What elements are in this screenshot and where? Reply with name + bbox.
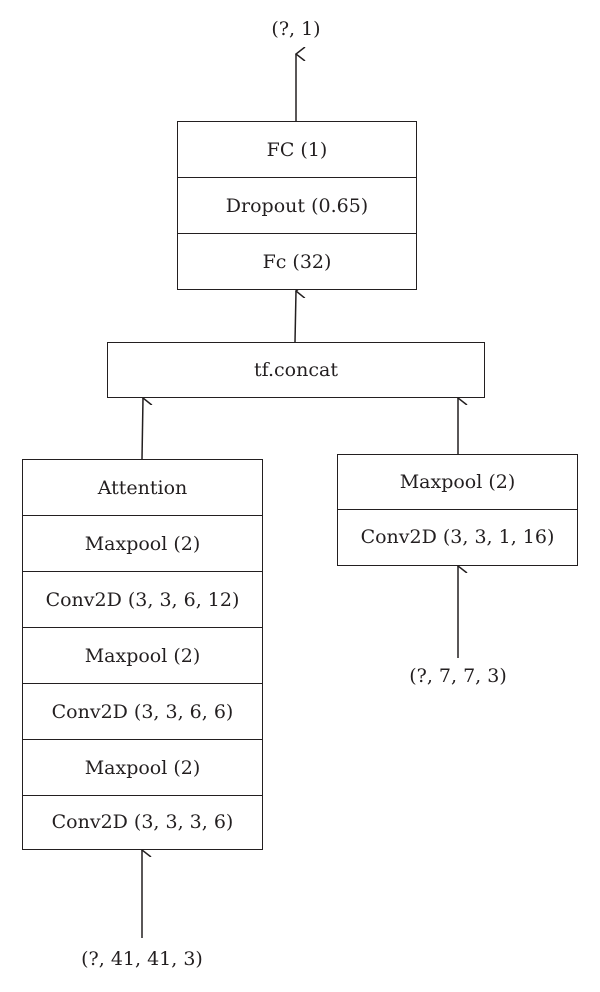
conv2d-layer: Conv2D (3, 3, 6, 6) <box>23 684 262 740</box>
right-input-shape-label: (?, 7, 7, 3) <box>409 665 507 687</box>
concat-box: tf.concat <box>107 342 485 398</box>
head-stack: FC (1) Dropout (0.65) Fc (32) <box>177 121 417 290</box>
maxpool-layer: Maxpool (2) <box>23 628 262 684</box>
attention-layer: Attention <box>23 460 262 516</box>
left-input-shape-label: (?, 41, 41, 3) <box>81 948 203 970</box>
right-stack: Maxpool (2) Conv2D (3, 3, 1, 16) <box>337 454 578 566</box>
conv2d-layer: Conv2D (3, 3, 6, 12) <box>23 572 262 628</box>
left-stack: Attention Maxpool (2) Conv2D (3, 3, 6, 1… <box>22 459 263 850</box>
maxpool-layer: Maxpool (2) <box>23 516 262 572</box>
maxpool-layer: Maxpool (2) <box>23 740 262 796</box>
fc-32-layer: Fc (32) <box>262 251 332 273</box>
concat-label: tf.concat <box>254 359 338 381</box>
dropout-layer: Dropout (0.65) <box>178 178 416 234</box>
arrow-left-to-concat <box>141 398 143 460</box>
conv2d-layer: Conv2D (3, 3, 1, 16) <box>360 526 555 548</box>
conv2d-layer: Conv2D (3, 3, 3, 6) <box>51 811 234 833</box>
output-shape-label: (?, 1) <box>271 18 321 40</box>
fc-1-layer: FC (1) <box>178 122 416 178</box>
arrow-concat-to-head <box>294 291 296 343</box>
maxpool-layer: Maxpool (2) <box>338 455 577 510</box>
